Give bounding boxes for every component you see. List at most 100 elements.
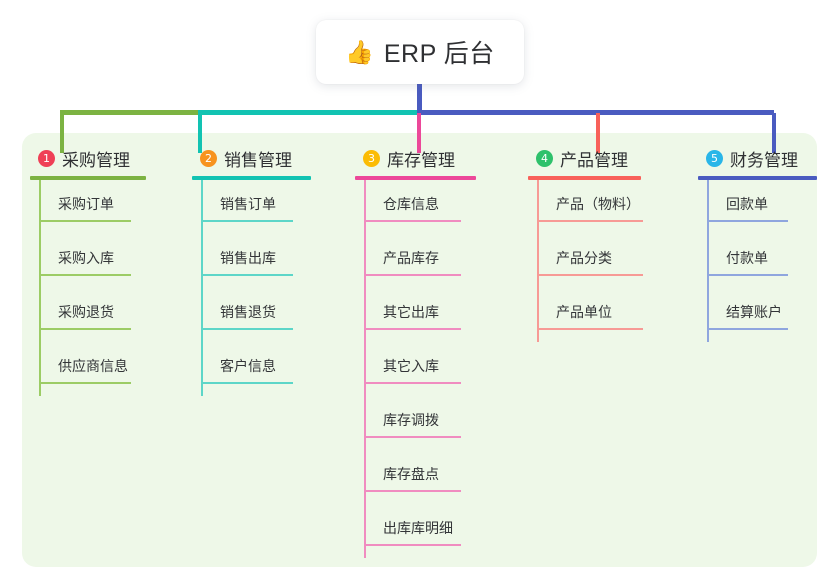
segment-green [60,110,198,115]
drop-finance [772,113,776,153]
branch-leaf-underline [39,382,131,384]
branch-leaf-underline [537,328,643,330]
branch-leaf[interactable]: 销售退货 [192,288,311,342]
branch-leaf-label: 销售退货 [220,304,276,320]
branch-leaf-underline [364,220,461,222]
branch-leaf-underline [39,220,131,222]
branch-number-badge: 4 [536,149,553,167]
branch-leaf-label: 其它入库 [383,358,439,374]
branch-product: 4 产品管理产品（物料） 产品分类产品单位 [528,146,643,342]
drop-sales [198,113,202,153]
branch-leaf[interactable]: 仓库信息 [355,180,476,234]
branch-leaf[interactable]: 客户信息 [192,342,311,396]
branch-leaf[interactable]: 采购订单 [30,180,146,234]
branch-leaf-underline [364,490,461,492]
branch-leaf[interactable]: 产品（物料） [528,180,643,234]
thumbs-up-icon: 👍 [345,38,374,65]
branch-leaf-label: 销售出库 [220,250,276,266]
branch-underline [698,176,817,180]
branch-leaf[interactable]: 其它出库 [355,288,476,342]
branch-leaf-underline [364,544,461,546]
branch-children-sales: 销售订单销售出库销售退货客户信息 [192,180,311,396]
branch-leaf-underline [707,328,788,330]
branch-number-badge: 3 [363,149,380,167]
branch-leaf-label: 产品（物料） [556,196,640,212]
segment-blue [417,110,774,115]
branch-leaf-underline [39,274,131,276]
branch-leaf-underline [364,382,461,384]
branch-leaf[interactable]: 回款单 [698,180,817,234]
branch-leaf-label: 产品分类 [556,250,612,266]
branch-leaf-label: 付款单 [726,250,768,266]
branch-children-inventory: 仓库信息产品库存其它出库其它入库库存调拨库存盘点出库库明细 [355,180,476,558]
branch-header-product[interactable]: 4 产品管理 [528,146,641,170]
branch-leaf-underline [364,328,461,330]
branch-leaf[interactable]: 销售订单 [192,180,311,234]
branch-leaf-underline [201,274,293,276]
root-node-title: ERP 后台 [383,40,495,68]
branch-leaf-label: 产品库存 [383,250,439,266]
branch-title: 销售管理 [224,150,292,170]
branch-children-purchasing: 采购订单采购入库采购退货供应商信息 [30,180,146,396]
branch-leaf-label: 出库库明细 [383,520,453,536]
branch-leaf[interactable]: 结算账户 [698,288,817,342]
branch-leaf-underline [364,436,461,438]
branch-leaf-label: 采购入库 [58,250,114,266]
branch-leaf[interactable]: 付款单 [698,234,817,288]
drop-product [596,113,600,153]
branch-leaf-underline [201,328,293,330]
branch-spine [201,180,203,396]
branch-leaf-underline [39,328,131,330]
branch-leaf[interactable]: 产品库存 [355,234,476,288]
branch-underline [30,176,146,180]
branch-spine [39,180,41,396]
branch-spine [364,180,366,558]
branch-children-finance: 回款单付款单结算账户 [698,180,817,342]
branch-leaf-underline [201,220,293,222]
branch-leaf-label: 供应商信息 [58,358,128,374]
branch-leaf-underline [364,274,461,276]
branch-leaf-label: 回款单 [726,196,768,212]
branch-leaf[interactable]: 采购入库 [30,234,146,288]
root-node[interactable]: 👍 ERP 后台 [316,20,524,84]
branch-title: 采购管理 [62,150,130,170]
drop-purchasing [60,113,64,153]
segment-teal [198,110,417,115]
branch-leaf-label: 其它出库 [383,304,439,320]
branch-leaf-underline [537,274,643,276]
branch-number-badge: 1 [38,149,55,167]
diagram-panel-background [22,133,817,567]
branch-number-badge: 5 [706,149,723,167]
branch-leaf[interactable]: 其它入库 [355,342,476,396]
branch-leaf-label: 仓库信息 [383,196,439,212]
branch-title: 财务管理 [730,150,798,170]
branch-leaf[interactable]: 供应商信息 [30,342,146,396]
branch-inventory: 3 库存管理仓库信息产品库存其它出库其它入库库存调拨库存盘点出库库明细 [355,146,476,558]
branch-header-finance[interactable]: 5 财务管理 [698,146,817,170]
branch-leaf[interactable]: 销售出库 [192,234,311,288]
branch-underline [355,176,476,180]
branch-underline [192,176,311,180]
branch-title: 产品管理 [560,150,628,170]
branch-finance: 5 财务管理回款单付款单结算账户 [698,146,817,342]
branch-leaf[interactable]: 出库库明细 [355,504,476,558]
branch-title: 库存管理 [387,150,455,170]
branch-leaf[interactable]: 产品单位 [528,288,643,342]
branch-leaf-label: 采购订单 [58,196,114,212]
branch-spine [537,180,539,342]
branch-leaf-underline [707,220,788,222]
branch-spine [707,180,709,342]
branch-leaf-label: 采购退货 [58,304,114,320]
branch-header-purchasing[interactable]: 1 采购管理 [30,146,146,170]
drop-inventory [417,113,421,153]
branch-leaf-label: 产品单位 [556,304,612,320]
branch-leaf[interactable]: 采购退货 [30,288,146,342]
branch-leaf[interactable]: 产品分类 [528,234,643,288]
branch-leaf-label: 库存盘点 [383,466,439,482]
branch-leaf[interactable]: 库存盘点 [355,450,476,504]
branch-header-inventory[interactable]: 3 库存管理 [355,146,476,170]
branch-leaf-underline [537,220,643,222]
branch-leaf[interactable]: 库存调拨 [355,396,476,450]
